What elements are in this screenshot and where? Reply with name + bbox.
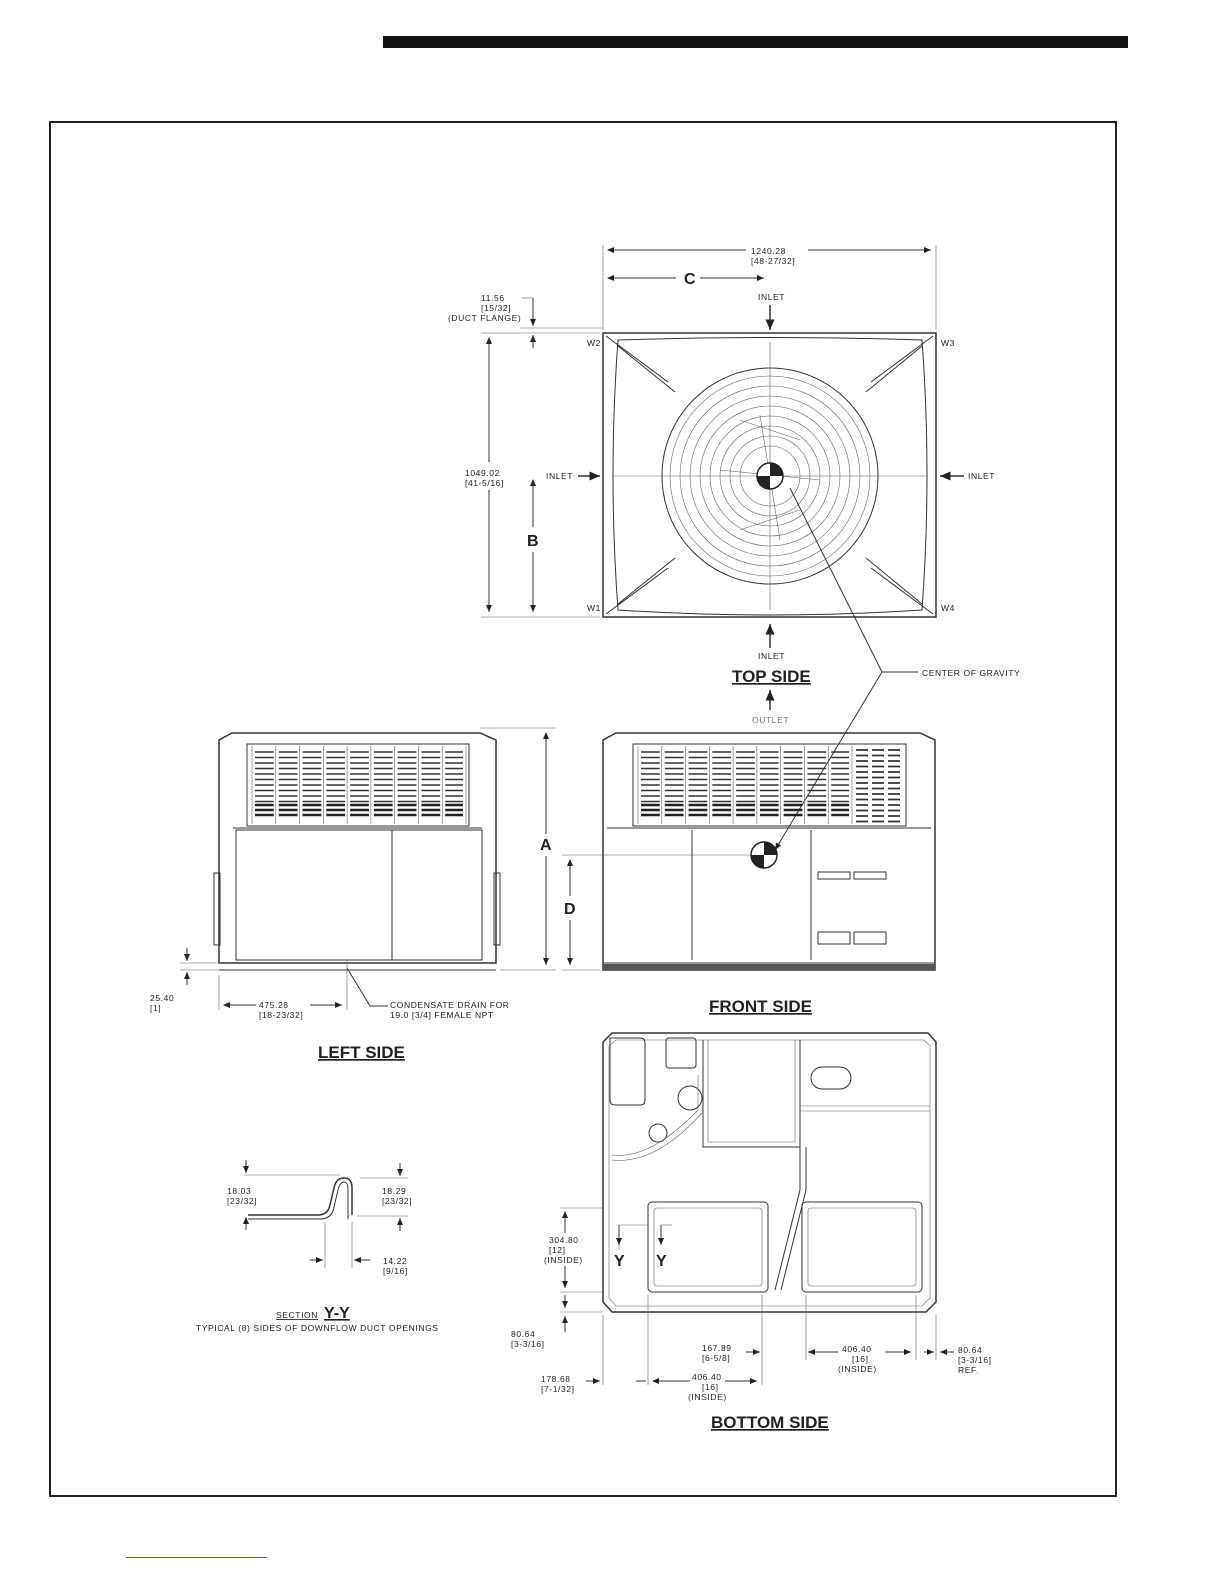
duct-width-1-inside: (INSIDE) (688, 1392, 727, 1402)
width-dim: 1240.28 (751, 246, 786, 256)
corner-w1: W1 (587, 603, 601, 613)
drain-note-1: CONDENSATE DRAIN FOR (390, 1000, 510, 1010)
section-title-id: Y-Y (324, 1305, 350, 1322)
flange-note: (DUCT FLANGE) (448, 313, 521, 323)
drain-note-2: 19.0 [3/4] FEMALE NPT (390, 1010, 494, 1020)
edge-right-ref: REF. (958, 1365, 979, 1375)
section-dim-a-in: [23/32] (227, 1196, 257, 1206)
depth-dim-in: [41-5/16] (465, 478, 504, 488)
dim-C-label: C (684, 271, 696, 288)
offset-left-dim: 178.68 (541, 1374, 571, 1384)
width-dim-in: [48-27/32] (751, 256, 795, 266)
edge-right-dim: 80.64 (958, 1345, 982, 1355)
flange-dim-in: [15/32] (481, 303, 511, 313)
flange-dim: 11.56 (481, 293, 505, 303)
dim-D-label: D (564, 901, 576, 918)
header-bar (383, 36, 1128, 48)
section-mark-right: Y (656, 1253, 667, 1270)
section-dim-b: 18.29 (382, 1186, 406, 1196)
section-dim-a: 18.03 (227, 1186, 251, 1196)
dim-A-label: A (540, 837, 552, 854)
depth-dim: 1049.02 (465, 468, 500, 478)
left-view: A 25.40 [1] 475.28 [18-23/32] CONDENSATE… (150, 727, 556, 1062)
base-dim-in: [1] (150, 1003, 161, 1013)
section-title-prefix: SECTION (276, 1310, 318, 1320)
duct-height-dim-in: [12] (549, 1245, 566, 1255)
left-side-title: LEFT SIDE (318, 1043, 405, 1062)
gap-dim: 167.89 (702, 1343, 732, 1353)
corner-w2: W2 (587, 338, 601, 348)
edge-right-dim-in: [3-3/16] (958, 1355, 992, 1365)
corner-w4: W4 (941, 603, 955, 613)
inlet-left-label: INLET (546, 471, 573, 481)
top-side-title: TOP SIDE (732, 667, 811, 686)
center-of-gravity-front-icon (750, 841, 778, 869)
edge-left-dim: 80.64 (511, 1329, 535, 1339)
outlet-label: OUTLET (752, 715, 789, 725)
inlet-right-label: INLET (968, 471, 995, 481)
section-yy: 18.03 [23/32] 18.29 [23/32] 14.22 [9/16]… (196, 1160, 439, 1333)
footer-link-line (126, 1557, 267, 1558)
cog-leader-top (789, 487, 918, 673)
left-louvers (251, 746, 467, 824)
bottom-view: Y Y 304.80 [12] (INSIDE) 80.64 [3-3/16] … (511, 1032, 992, 1432)
top-outline (602, 332, 937, 618)
center-of-gravity-icon (756, 462, 784, 490)
corner-w3: W3 (941, 338, 955, 348)
cog-label: CENTER OF GRAVITY (922, 668, 1020, 678)
section-note: TYPICAL (8) SIDES OF DOWNFLOW DUCT OPENI… (196, 1323, 439, 1333)
drain-dim-in: [18-23/32] (259, 1010, 303, 1020)
section-dim-c-in: [9/16] (383, 1266, 408, 1276)
duct-height-inside: (INSIDE) (544, 1255, 583, 1265)
bottom-side-title: BOTTOM SIDE (711, 1413, 829, 1432)
front-louvers (637, 746, 902, 824)
front-side-title: FRONT SIDE (709, 997, 812, 1016)
top-view: W2 W3 W1 W4 INLET INLET INLET INLET 1240… (448, 245, 1020, 851)
section-mark-left: Y (614, 1253, 625, 1270)
edge-left-dim-in: [3-3/16] (511, 1339, 545, 1349)
duct-width-1-dim: 406.40 (692, 1372, 722, 1382)
drawing-frame (49, 121, 1117, 1497)
gap-dim-in: [6-5/8] (702, 1353, 730, 1363)
inlet-bottom-label: INLET (758, 651, 785, 661)
duct-height-dim: 304.80 (549, 1235, 579, 1245)
drain-dim: 475.28 (259, 1000, 289, 1010)
top-panel (612, 337, 928, 616)
section-dim-b-in: [23/32] (382, 1196, 412, 1206)
base-dim: 25.40 (150, 993, 174, 1003)
section-dim-c: 14.22 (383, 1256, 407, 1266)
duct-width-2-dim-in: [16] (852, 1354, 869, 1364)
inlet-top-label: INLET (758, 292, 785, 302)
duct-width-2-dim: 406.40 (842, 1344, 872, 1354)
front-view: D FRONT SIDE (562, 732, 936, 1016)
offset-left-dim-in: [7-1/32] (541, 1384, 575, 1394)
duct-width-1-dim-in: [16] (702, 1382, 719, 1392)
duct-width-2-inside: (INSIDE) (838, 1364, 877, 1374)
dim-B-label: B (527, 533, 539, 550)
